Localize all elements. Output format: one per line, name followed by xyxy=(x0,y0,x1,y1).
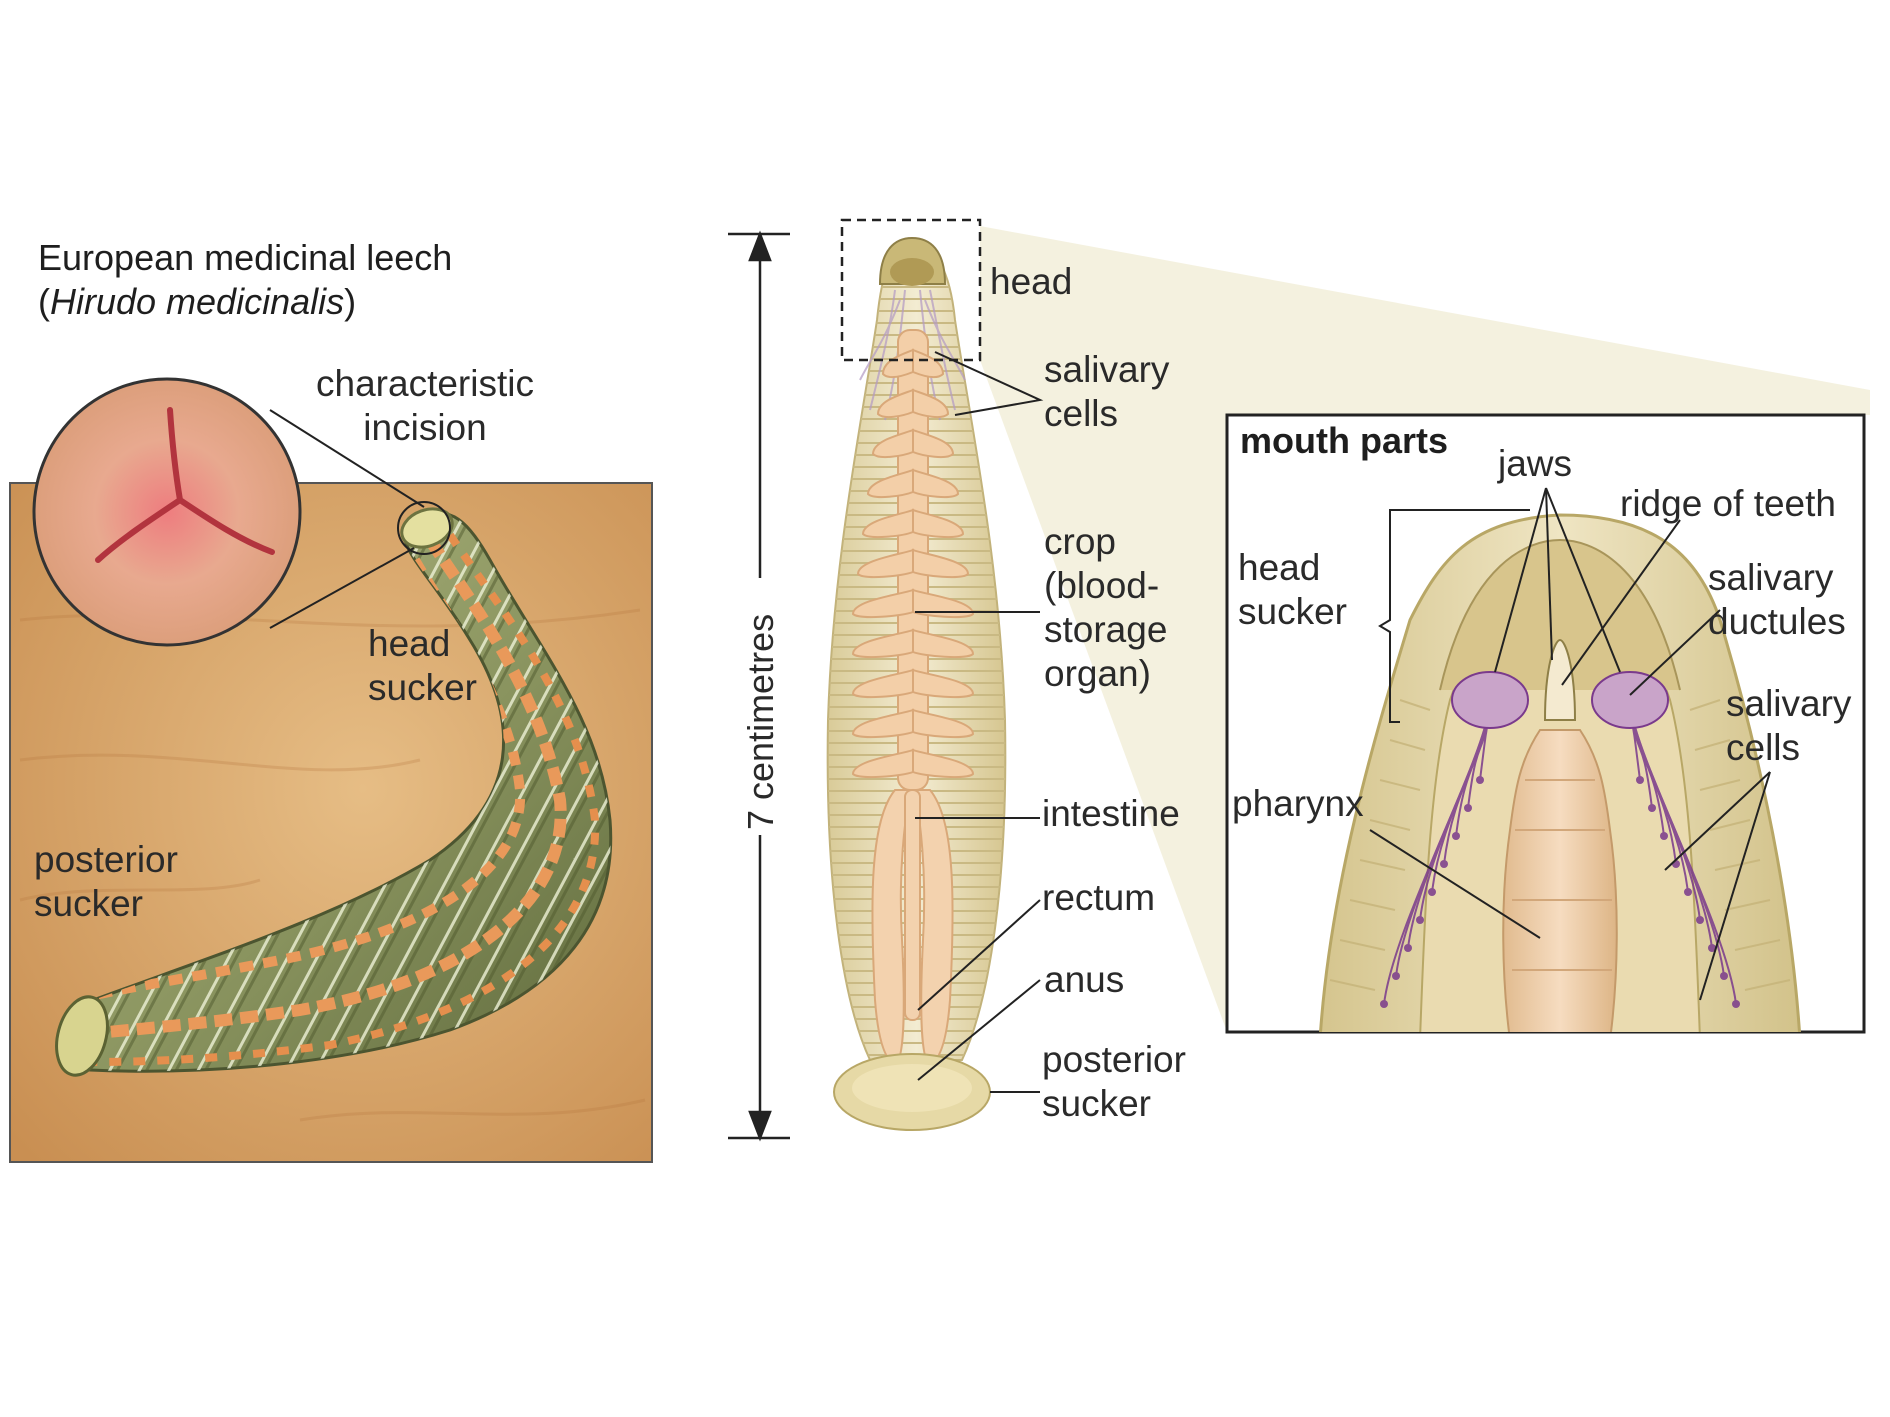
label-crop: crop (blood- storage organ) xyxy=(1044,521,1168,694)
salivary-cell-dot xyxy=(1416,916,1424,924)
scale-label: 7 centimetres xyxy=(740,613,781,830)
incision-mark xyxy=(95,407,275,563)
crop-branch xyxy=(912,548,970,579)
salivary-cell-dot xyxy=(1428,888,1436,896)
magnifier-line-lower xyxy=(269,547,415,629)
crop-branch xyxy=(912,628,975,659)
salivary-fibre xyxy=(1383,704,1491,1005)
label-salivary-cells-inset: salivary cells xyxy=(1726,683,1852,768)
label-posterior-sucker-left: posterior sucker xyxy=(34,839,178,924)
salivary-cell-dot xyxy=(1720,972,1728,980)
magnifier-line-upper xyxy=(269,409,425,508)
salivary-cell-dot xyxy=(1660,832,1668,840)
label-head: head xyxy=(990,261,1073,302)
label-characteristic-incision: characteristic incision xyxy=(316,363,534,448)
label-pharynx: pharynx xyxy=(1232,783,1364,824)
label-head-sucker-inset: head sucker xyxy=(1238,547,1347,632)
crop-branch xyxy=(871,428,914,459)
salivary-cell-dot xyxy=(1380,1000,1388,1008)
salivary-cell-dot xyxy=(1648,804,1656,812)
inset-leader-lines xyxy=(1369,487,1771,1001)
figure-title: European medicinal leech xyxy=(38,237,453,278)
salivary-cell-dot xyxy=(1696,916,1704,924)
crop-branch xyxy=(912,748,975,779)
pharynx xyxy=(1502,729,1618,1032)
jaws xyxy=(1451,638,1669,729)
leech-posterior-end xyxy=(55,995,109,1077)
crop-branch xyxy=(851,628,914,659)
crop-branch xyxy=(856,548,914,579)
crop-organ xyxy=(851,329,975,791)
label-posterior-sucker-middle: posterior sucker xyxy=(1042,1039,1186,1124)
leech-dorsal-body xyxy=(826,236,1007,1131)
salivary-cell-dot xyxy=(1452,832,1460,840)
label-anus: anus xyxy=(1044,959,1125,1000)
head-sucker-highlight xyxy=(397,501,451,555)
middle-panel xyxy=(728,218,1870,1142)
salivary-cell-dot xyxy=(1404,944,1412,952)
middle-leader-lines xyxy=(915,351,1044,1093)
label-rectum: rectum xyxy=(1042,877,1156,918)
salivary-cell-dot xyxy=(1732,1000,1740,1008)
salivary-gland-fibres xyxy=(1380,704,1740,1008)
leech-head-tip xyxy=(400,507,454,549)
crop-branch xyxy=(851,748,914,779)
label-jaws: jaws xyxy=(1498,443,1573,484)
inset-title: mouth parts xyxy=(1240,420,1449,461)
salivary-fibre xyxy=(1629,704,1737,1005)
crop-branch xyxy=(912,468,960,499)
scientific-name: Hirudo medicinalis xyxy=(50,281,345,322)
scale-bar xyxy=(728,230,790,1142)
crop-branch xyxy=(912,508,965,539)
salivary-cell-dot xyxy=(1684,888,1692,896)
label-head-sucker-left: head sucker xyxy=(368,623,477,708)
label-salivary-cells-middle: salivary cells xyxy=(1044,349,1170,434)
salivary-cell-dot xyxy=(1440,860,1448,868)
crop-branch xyxy=(912,668,975,699)
zoom-wedge xyxy=(980,226,1870,1032)
salivary-cell-dot xyxy=(1636,776,1644,784)
crop-branch xyxy=(881,348,914,379)
crop-branch xyxy=(912,708,975,739)
crop-branch xyxy=(912,588,975,619)
salivary-cell-dot xyxy=(1464,804,1472,812)
crop-branch xyxy=(912,348,945,379)
crop-branch xyxy=(876,388,914,419)
paren-open: ( xyxy=(38,281,50,322)
label-intestine: intestine xyxy=(1042,793,1180,834)
salivary-cell-dot xyxy=(1476,776,1484,784)
crop-branch xyxy=(866,468,914,499)
left-panel xyxy=(9,377,653,1163)
crop-branch xyxy=(861,508,914,539)
crop-branch xyxy=(851,668,914,699)
salivary-cell-dot xyxy=(1392,972,1400,980)
crop-branch xyxy=(912,428,955,459)
crop-branch xyxy=(851,708,914,739)
pharynx-rings xyxy=(1512,779,1612,971)
intestine xyxy=(871,789,954,1067)
inset-rings xyxy=(1329,699,1791,991)
mouth-parts-inset xyxy=(1225,413,1866,1034)
crop-branch xyxy=(912,388,950,419)
crop-branch xyxy=(851,588,914,619)
salivary-cell-dot xyxy=(1708,944,1716,952)
label-salivary-ductules: salivary ductules xyxy=(1708,557,1846,642)
label-ridge-of-teeth: ridge of teeth xyxy=(1620,483,1836,524)
scientific-name-line: (Hirudo medicinalis) xyxy=(38,280,356,324)
paren-close: ) xyxy=(344,281,357,322)
incision-magnifier xyxy=(32,377,302,647)
head-zoom-box xyxy=(840,218,982,362)
